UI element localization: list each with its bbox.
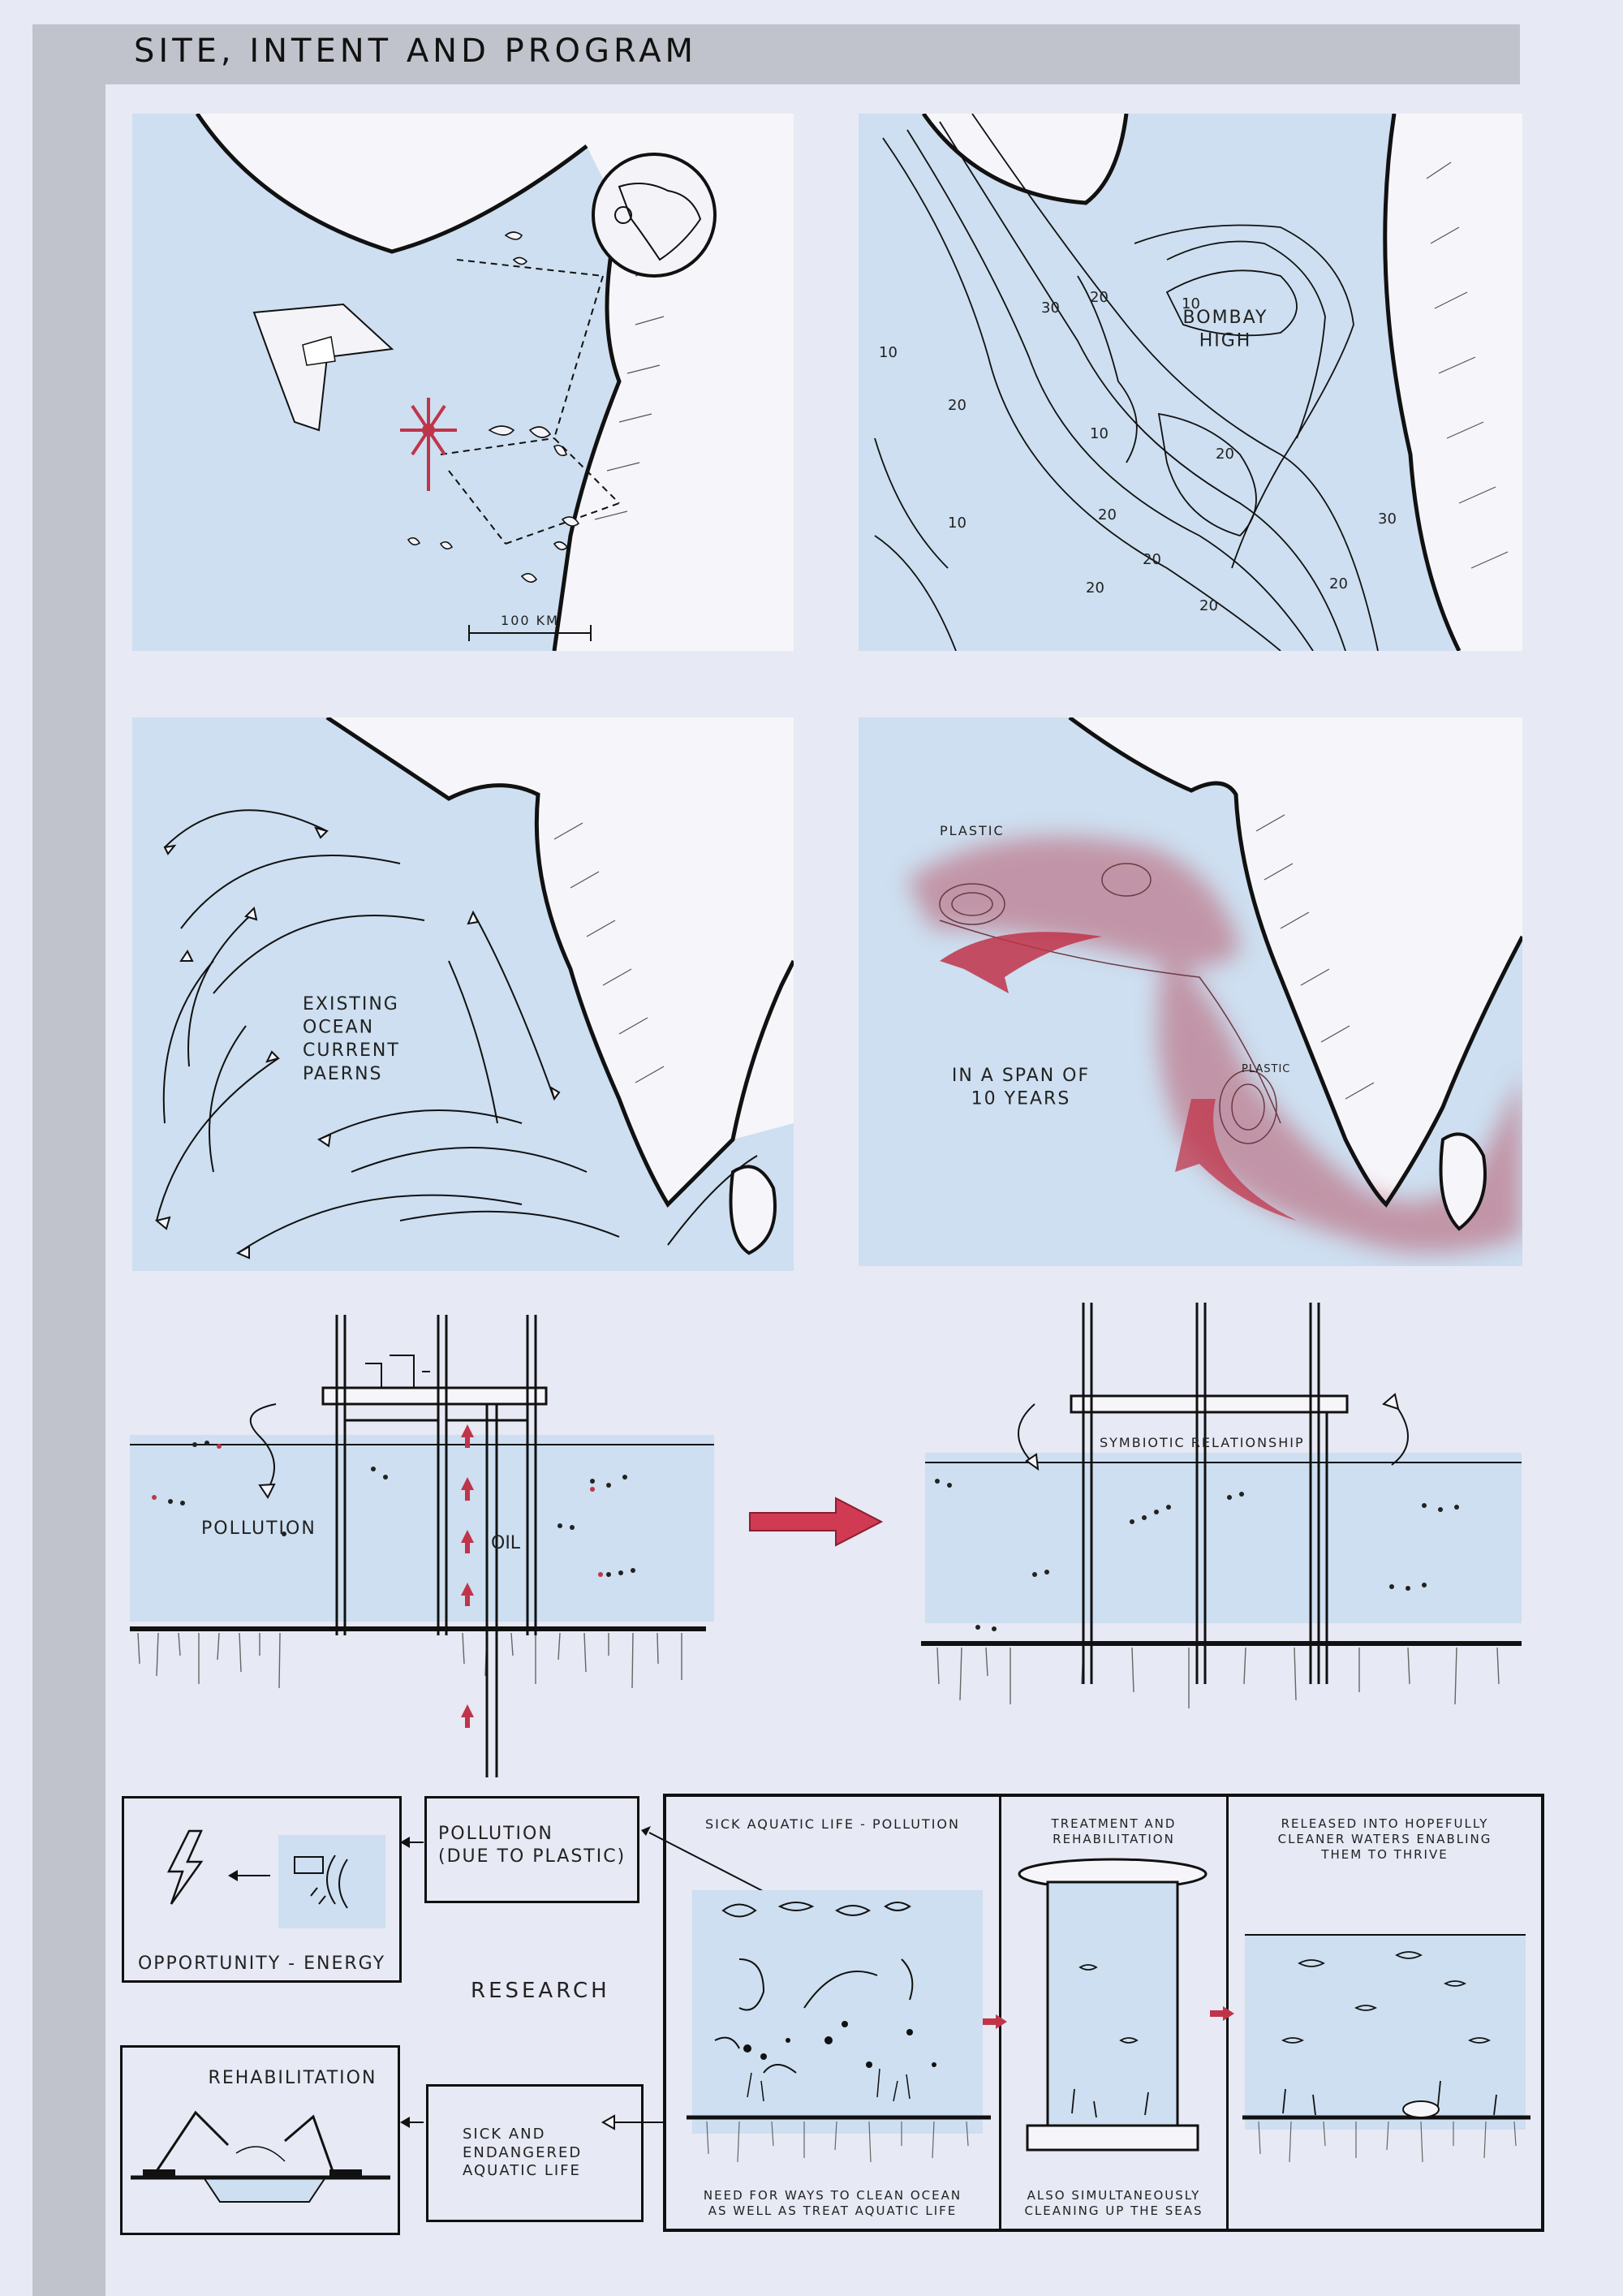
west-coast xyxy=(552,210,622,651)
pollution-dots xyxy=(168,1441,635,1577)
current-arrows xyxy=(156,809,758,1254)
svg-text:10: 10 xyxy=(1182,295,1200,312)
pollution-box: POLLUTION (DUE TO PLASTIC) xyxy=(424,1796,639,1903)
coastline xyxy=(921,114,1129,205)
arrow-icon xyxy=(1210,2006,1234,2021)
scale-label: 100 KM xyxy=(501,613,559,628)
site-location-map: 100 KM xyxy=(132,114,794,651)
svg-text:30: 30 xyxy=(1041,299,1060,317)
stage2-top-label: TREATMENT AND REHABILITATION xyxy=(1051,1816,1177,1846)
research-connectors xyxy=(400,1826,764,2130)
rehabilitation-box: REHABILITATION xyxy=(120,2045,400,2235)
svg-text:20: 20 xyxy=(1086,579,1104,597)
process-stages: SICK AQUATIC LIFE - POLLUTION NEED FOR W… xyxy=(663,1794,1544,2232)
symbiotic-label: SYMBIOTIC RELATIONSHIP xyxy=(1100,1435,1305,1450)
marine-life-dots xyxy=(935,1479,1459,1631)
stage1-bottom-label: NEED FOR WAYS TO CLEAN OCEAN AS WELL AS … xyxy=(703,2188,962,2218)
india-coastline xyxy=(325,717,794,1208)
svg-text:10: 10 xyxy=(948,515,966,532)
plastic-flow-arrow xyxy=(940,932,1102,993)
energy-label: OPPORTUNITY - ENERGY xyxy=(137,1954,386,1974)
existing-rig-section: POLLUTION OIL xyxy=(122,1315,722,1777)
stage2-bottom-label: ALSO SIMULTANEOUSLY CLEANING UP THE SEAS xyxy=(1024,2188,1203,2218)
proposed-rig-section: SYMBIOTIC RELATIONSHIP xyxy=(921,1303,1526,1757)
text-line: PAERNS xyxy=(303,1064,383,1084)
sri-lanka xyxy=(729,1165,777,1256)
energy-box: OPPORTUNITY - ENERGY xyxy=(122,1796,402,1983)
india-coastline xyxy=(1068,717,1522,1208)
coastline xyxy=(195,114,588,254)
sea-area xyxy=(132,114,619,651)
plastic-label-mid: PLASTIC xyxy=(1242,1063,1290,1075)
rig-legs xyxy=(1082,1303,1328,1684)
depth-contours xyxy=(874,114,1379,651)
svg-text:20: 20 xyxy=(1329,575,1348,592)
lightning-icon xyxy=(166,1829,204,1905)
oil-arrows xyxy=(461,1424,474,1728)
east-coast xyxy=(1383,114,1462,651)
sick-box-label: SICK AND ENDANGERED AQUATIC LIFE xyxy=(463,2126,583,2179)
rig-legs xyxy=(335,1315,537,1777)
svg-text:20: 20 xyxy=(1143,551,1161,568)
pollution-label: POLLUTION xyxy=(201,1518,316,1539)
svg-text:20: 20 xyxy=(948,397,966,414)
arrow-heads xyxy=(154,826,561,1260)
plastic-label-top: PLASTIC xyxy=(940,823,1005,838)
transition-arrow-icon xyxy=(747,1493,885,1550)
svg-text:20: 20 xyxy=(1090,289,1109,306)
svg-text:10: 10 xyxy=(1090,425,1109,442)
research-title: RESEARCH xyxy=(471,1979,610,2003)
sri-lanka xyxy=(1439,1132,1487,1231)
svg-text:20: 20 xyxy=(1199,597,1218,614)
sick-fish-sketches xyxy=(714,1902,914,2074)
svg-text:10: 10 xyxy=(879,344,898,361)
svg-text:20: 20 xyxy=(1098,506,1117,523)
text-line: OCEAN xyxy=(303,1018,374,1038)
text-line: 10 YEARS xyxy=(971,1089,1071,1109)
oil-label: OIL xyxy=(491,1533,521,1553)
left-frame-bar xyxy=(32,24,105,2296)
plastic-plume xyxy=(907,836,1522,1253)
sick-life-box: SICK AND ENDANGERED AQUATIC LIFE xyxy=(426,2084,644,2222)
svg-text:30: 30 xyxy=(1378,510,1397,528)
svg-text:20: 20 xyxy=(1216,446,1234,463)
healthy-fish-sketches xyxy=(1281,1951,1497,2116)
stage3-top-label: RELEASED INTO HOPEFULLY CLEANER WATERS E… xyxy=(1277,1816,1492,1862)
rehab-label: REHABILITATION xyxy=(208,2068,377,2088)
stage-divider xyxy=(999,1797,1001,2229)
stage1-top-label: SICK AQUATIC LIFE - POLLUTION xyxy=(705,1816,960,1832)
arrow-icon xyxy=(983,2014,1007,2029)
text-line: HIGH xyxy=(1199,331,1252,351)
depth-labels: 30 20 10 10 20 10 20 10 20 20 20 30 20 2… xyxy=(879,289,1397,614)
bombay-high-field xyxy=(252,303,394,432)
pollution-box-label: POLLUTION (DUE TO PLASTIC) xyxy=(438,1824,626,1867)
header-bar xyxy=(32,24,1520,84)
page-title: SITE, INTENT AND PROGRAM xyxy=(134,32,698,70)
text-line: CURRENT xyxy=(303,1040,400,1061)
globe-icon xyxy=(592,153,717,278)
